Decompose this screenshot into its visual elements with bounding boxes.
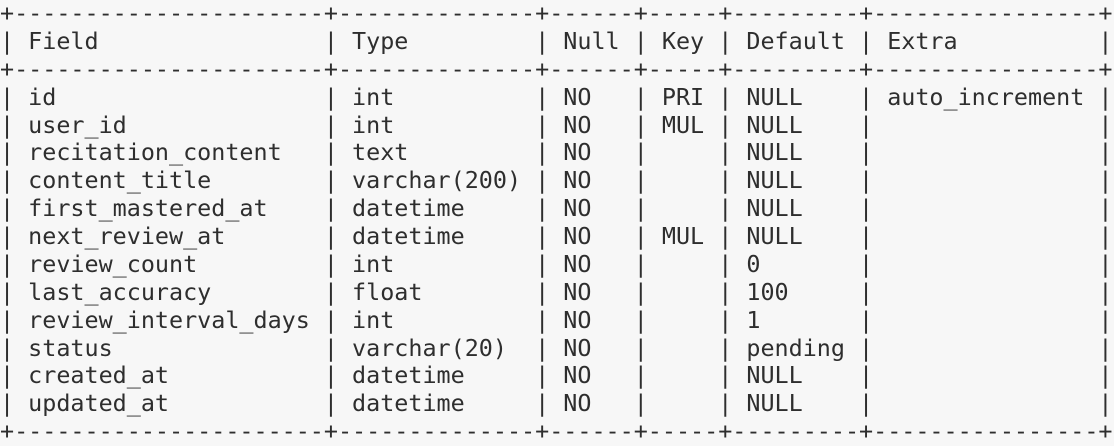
table-bottom-border: +----------------------+--------------+-… [0,417,1113,446]
table-row: | first_mastered_at | datetime | NO | | … [0,194,1113,223]
table-row: | created_at | datetime | NO | | NULL | … [0,361,1113,390]
table-row: | status | varchar(20) | NO | | pending … [0,333,1113,362]
table-row: | recitation_content | text | NO | | NUL… [0,138,1113,167]
table-row: | user_id | int | NO | MUL | NULL | | [0,110,1113,139]
table-row: | content_title | varchar(200) | NO | | … [0,166,1113,195]
table-row: | review_count | int | NO | | 0 | | [0,249,1113,278]
table-header-row: | Field | Type | Null | Key | Default | … [0,26,1113,55]
table-row: | next_review_at | datetime | NO | MUL |… [0,222,1113,250]
table-row: | updated_at | datetime | NO | | NULL | … [0,389,1113,418]
table-row: | last_accuracy | float | NO | | 100 | | [0,277,1113,306]
table-row: | review_interval_days | int | NO | | 1 … [0,305,1113,334]
table-top-border: +----------------------+--------------+-… [0,0,1113,27]
table-row: | id | int | NO | PRI | NULL | auto_incr… [0,82,1113,111]
table-header-separator: +----------------------+--------------+-… [0,54,1113,83]
